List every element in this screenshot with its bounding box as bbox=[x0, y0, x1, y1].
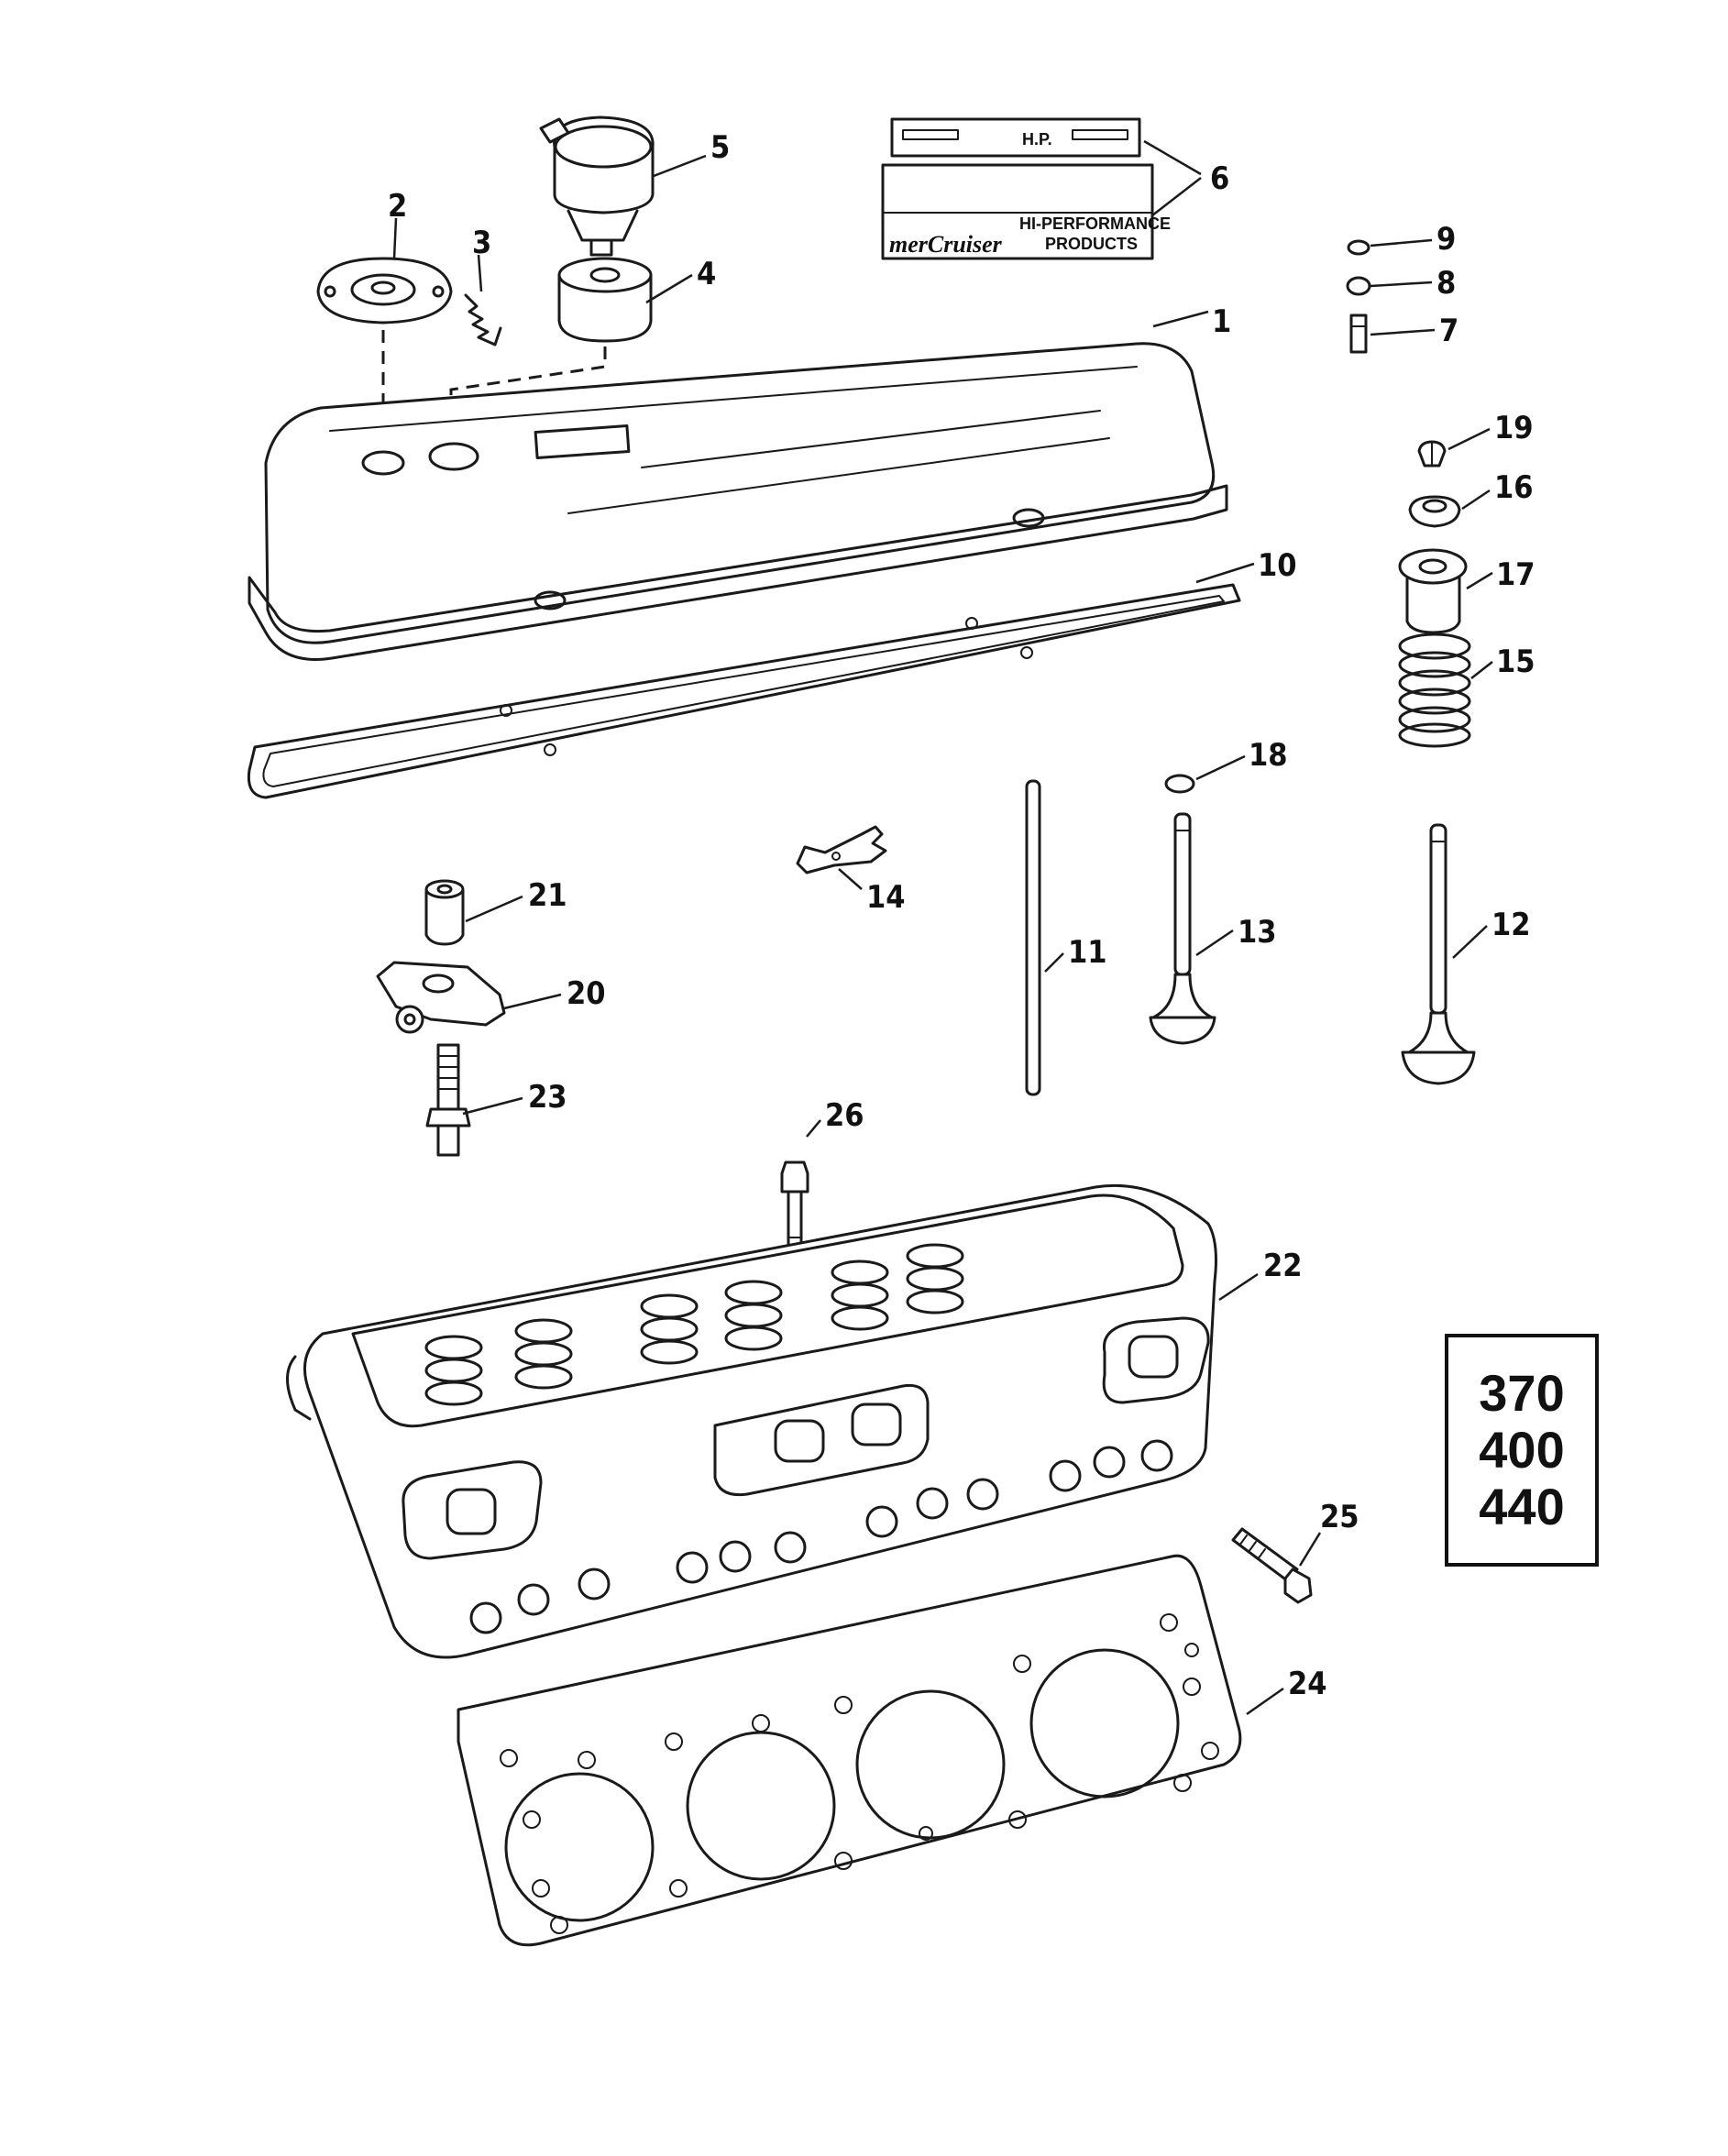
head-gasket bbox=[457, 1554, 1242, 1947]
callout-20: 20 bbox=[567, 975, 606, 1012]
rocker-stud bbox=[425, 1043, 471, 1157]
rocker-arm-nut bbox=[424, 879, 465, 946]
callout-9: 9 bbox=[1436, 221, 1456, 258]
callout-4: 4 bbox=[697, 256, 716, 292]
callout-13: 13 bbox=[1238, 914, 1277, 951]
cylinder-head bbox=[286, 1183, 1217, 1659]
exhaust-valve bbox=[1401, 823, 1476, 1085]
leader-lines bbox=[392, 139, 1493, 1716]
hi-performance-decal: merCruiser HI-PERFORMANCE PRODUCTS bbox=[881, 163, 1171, 260]
model-number-box: 370 400 440 bbox=[1445, 1334, 1599, 1567]
grommet bbox=[557, 257, 653, 343]
callout-17: 17 bbox=[1496, 556, 1535, 593]
intake-valve bbox=[1149, 812, 1216, 1045]
callout-12: 12 bbox=[1491, 907, 1531, 943]
valve-keys bbox=[1417, 440, 1447, 468]
valve-cover-gasket bbox=[247, 583, 1241, 799]
callout-19: 19 bbox=[1494, 410, 1534, 446]
hp-label: H.P. bbox=[1022, 130, 1052, 148]
decal-line2: PRODUCTS bbox=[1045, 235, 1138, 253]
callout-24: 24 bbox=[1288, 1666, 1327, 1702]
model-number: 440 bbox=[1479, 1478, 1565, 1535]
model-number: 370 bbox=[1479, 1364, 1565, 1422]
callout-10: 10 bbox=[1258, 547, 1297, 584]
stud-part bbox=[1349, 314, 1368, 354]
callout-8: 8 bbox=[1436, 265, 1456, 302]
decal-brand: merCruiser bbox=[889, 231, 1003, 258]
callout-numbers: 1 2 3 4 5 6 7 8 9 10 11 12 13 14 15 16 1… bbox=[388, 129, 1535, 1702]
oil-shield bbox=[1398, 548, 1468, 634]
model-number: 400 bbox=[1479, 1421, 1565, 1479]
hp-decal: H.P. bbox=[890, 117, 1141, 158]
callout-21: 21 bbox=[528, 877, 567, 914]
rocker-arm bbox=[376, 961, 506, 1034]
head-bolt-bosses bbox=[469, 1439, 1173, 1634]
callout-23: 23 bbox=[528, 1079, 567, 1116]
head-valve-springs bbox=[424, 1243, 964, 1406]
decal-line1: HI-PERFORMANCE bbox=[1019, 214, 1171, 233]
callout-26: 26 bbox=[825, 1097, 864, 1134]
callout-1: 1 bbox=[1212, 303, 1231, 340]
callout-5: 5 bbox=[710, 129, 730, 166]
callout-3: 3 bbox=[472, 225, 491, 261]
bolt bbox=[1231, 1527, 1313, 1604]
valve-cap bbox=[1408, 495, 1461, 528]
callout-16: 16 bbox=[1494, 469, 1534, 506]
callout-6: 6 bbox=[1210, 160, 1229, 197]
oil-filler-cap bbox=[539, 116, 655, 257]
spring-clip bbox=[464, 293, 502, 346]
callout-15: 15 bbox=[1496, 644, 1535, 680]
pushrod bbox=[1025, 779, 1041, 1096]
pushrod-guide bbox=[796, 825, 887, 874]
oil-seal bbox=[1164, 774, 1195, 794]
washer-part bbox=[1347, 239, 1370, 256]
valve-spring bbox=[1398, 632, 1471, 748]
callout-11: 11 bbox=[1068, 934, 1107, 971]
callout-7: 7 bbox=[1439, 313, 1458, 349]
callout-25: 25 bbox=[1320, 1499, 1359, 1535]
callout-22: 22 bbox=[1263, 1248, 1303, 1284]
breather-cap bbox=[316, 257, 453, 324]
nut-part bbox=[1346, 276, 1371, 296]
callout-18: 18 bbox=[1249, 737, 1288, 774]
callout-14: 14 bbox=[866, 879, 906, 916]
valve-cover bbox=[248, 342, 1228, 661]
gasket-holes bbox=[500, 1613, 1219, 1934]
callout-2: 2 bbox=[388, 188, 407, 225]
